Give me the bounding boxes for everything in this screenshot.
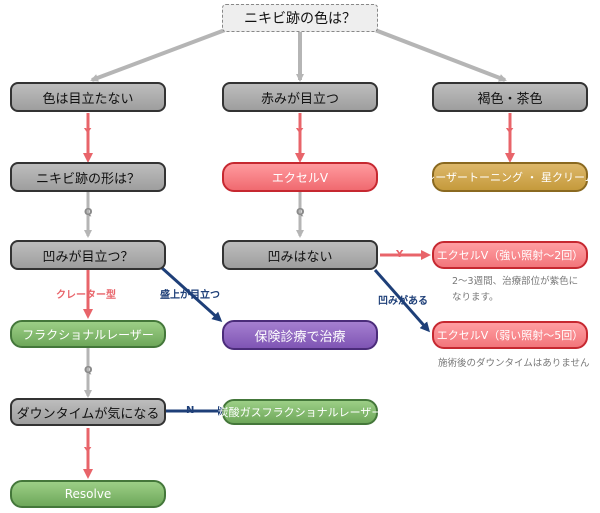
edge-label-y-brown: Y: [506, 127, 514, 138]
co2-fractional-node: 炭酸ガスフラクショナルレーザー: [218, 399, 382, 425]
no-dent-node: 凹みはない: [222, 240, 378, 270]
edge-label-q-shape: Q: [84, 207, 93, 218]
excel-v-strong-node: エクセルV（強い照射〜2回）: [432, 241, 588, 269]
excel-v-weak-node: エクセルV（弱い照射〜5回）: [432, 321, 588, 349]
edge-label-y-redness: Y: [296, 127, 304, 138]
edge-label-crater: クレーター型: [56, 290, 116, 301]
edge-label-q-fractional: Q: [84, 365, 93, 376]
edge-label-raised: 盛上が目立つ: [160, 290, 220, 301]
edge-label-y-inconspicuous: Y: [84, 127, 92, 138]
dent-question-node: 凹みが目立つ？: [10, 240, 166, 270]
edge-label-n-downtime: N: [186, 405, 195, 416]
edge-label-y-downtime: Y: [84, 446, 92, 457]
arrow-start-to-brown: [374, 28, 507, 82]
redness-node: 赤みが目立つ: [222, 82, 378, 112]
strong-note-line2: なります。: [452, 292, 499, 303]
shape-question-node: ニキビ跡の形は？: [10, 162, 166, 192]
strong-note-line1: 2～3週間、治療部位が紫色に: [452, 276, 579, 287]
edge-label-dented: 凹みがある: [378, 296, 428, 307]
insurance-node: 保険診療で治療: [222, 320, 378, 350]
edge-label-q-excelv: Q: [296, 207, 305, 218]
laser-toning-node: レーザートーニング ・ 星クリーム: [424, 162, 596, 192]
fractional-node: フラクショナルレーザー: [10, 320, 166, 348]
downtime-question-node: ダウンタイムが気になる: [10, 398, 166, 426]
weak-note: 施術後のダウンタイムはありません: [438, 358, 590, 369]
arrow-dent-to-insurance: [160, 266, 223, 323]
strong-note: 2～3週間、治療部位が紫色に なります。: [452, 274, 578, 306]
arrow-start-to-inconspicuous: [90, 28, 226, 82]
resolve-node: Resolve: [10, 480, 166, 508]
edge-label-y-nodent: Y: [396, 249, 404, 260]
inconspicuous-node: 色は目立たない: [10, 82, 166, 112]
excel-v-node: エクセルV: [222, 162, 378, 192]
brown-node: 褐色・茶色: [432, 82, 588, 112]
start-node: ニキビ跡の色は？: [222, 4, 378, 32]
arrow-nodent-to-weak: [373, 269, 430, 333]
